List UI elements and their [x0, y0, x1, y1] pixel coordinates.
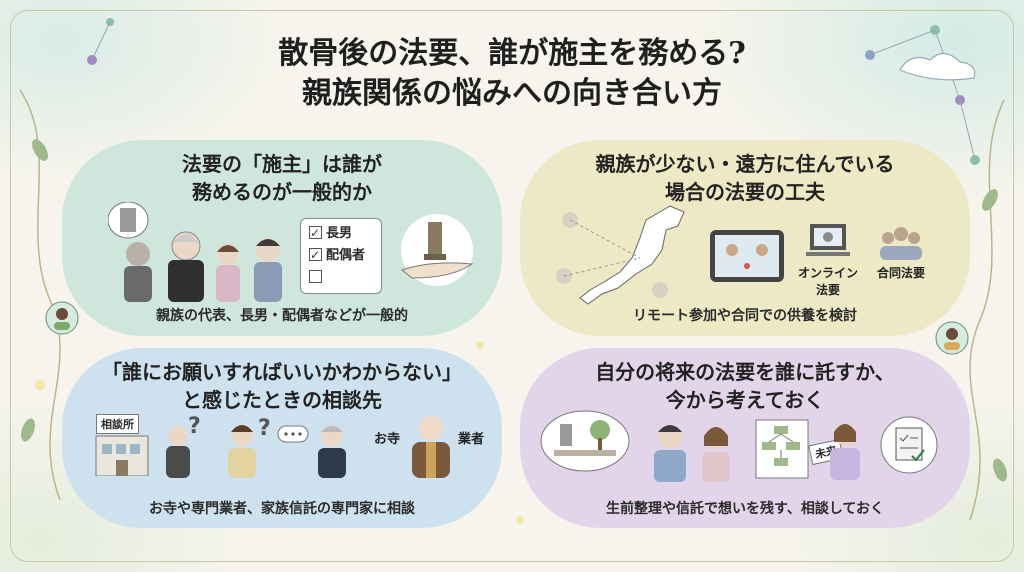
panel-3-caption: お寺や専門業者、家族信託の専門家に相談 — [149, 501, 415, 517]
tablet-video-call-icon — [710, 230, 784, 282]
woman-holding-document-icon — [830, 423, 860, 480]
question-mark-icon: ? — [258, 416, 271, 441]
chief-mourner-checklist: 長男 配偶者 — [300, 218, 382, 294]
title-line-2: 親族関係の悩みへの向き合い方 — [302, 76, 722, 111]
panel-future-planning: 自分の将来の法要を誰に託すか、 今から考えておく 未来 生前整理や信託で想いを残… — [520, 348, 970, 528]
panel-remote-relatives: 親族が少ない・遠方に住んでいる 場合の法要の工夫 オンライン 法要 合同法要 リ… — [520, 140, 970, 336]
decorative-frame — [10, 10, 1014, 562]
panel-consultation: 「誰にお願いすればいいかわからない」 と感じたときの相談先 相談所 ? ? お寺… — [62, 348, 502, 528]
title-line-1: 散骨後の法要、誰が施主を務める? — [278, 36, 746, 71]
grave-garden-thought-bubble-icon — [540, 410, 630, 472]
checklist-item-eldest-son: 長男 — [309, 222, 373, 245]
online-label-line-2: 法要 — [815, 283, 840, 297]
checklist-clipboard-icon — [880, 416, 938, 474]
checklist-label: 配偶者 — [326, 248, 366, 263]
online-memorial-label: オンライン 法要 — [790, 264, 866, 298]
panel-3-heading-line-1: 「誰にお願いすればいいかわからない」 — [102, 360, 462, 384]
panel-4-heading-line-1: 自分の将来の法要を誰に託すか、 — [595, 360, 895, 384]
panel-2-caption: リモート参加や合同での供養を検討 — [633, 308, 857, 324]
japan-map-icon — [556, 205, 685, 305]
hand-holding-tablet-icon — [400, 214, 474, 286]
panel-4-caption: 生前整理や信託で想いを残す、相談しておく — [605, 501, 885, 517]
checkbox-checked-icon — [309, 244, 322, 266]
laptop-icon — [806, 224, 850, 256]
joint-memorial-label: 合同法要 — [876, 266, 925, 280]
panel-3-heading: 「誰にお願いすればいいかわからない」 と感じたときの相談先 — [62, 358, 502, 414]
panel-chief-mourner: 法要の「施主」は誰が 務めるのが一般的か 長男 配偶者 親族の代表、長男・配偶者… — [62, 140, 502, 336]
panel-2-heading-line-1: 親族が少ない・遠方に住んでいる — [595, 152, 895, 176]
panel-4-heading: 自分の将来の法要を誰に託すか、 今から考えておく — [520, 358, 970, 414]
couple-illustration — [654, 424, 730, 482]
main-title: 散骨後の法要、誰が施主を務める? 親族関係の悩みへの向き合い方 — [0, 34, 1024, 114]
family-illustration — [108, 202, 282, 302]
panel-2-heading: 親族が少ない・遠方に住んでいる 場合の法要の工夫 — [520, 150, 970, 206]
panel-3-heading-line-2: と感じたときの相談先 — [182, 388, 382, 412]
panel-1-heading-line-2: 務めるのが一般的か — [192, 180, 372, 204]
vendor-label: 業者 — [458, 432, 485, 447]
panel-1-caption: 親族の代表、長男・配偶者などが一般的 — [156, 308, 408, 324]
family-tree-document-icon — [755, 419, 809, 479]
consultation-office-sign: 相談所 — [96, 414, 139, 434]
people-consulting-illustration — [166, 425, 346, 478]
office-building-icon — [95, 435, 149, 476]
panel-1-heading: 法要の「施主」は誰が 務めるのが一般的か — [62, 150, 502, 206]
temple-label: お寺 — [374, 432, 401, 447]
panel-4-heading-line-2: 今から考えておく — [665, 388, 825, 412]
panel-2-heading-line-2: 場合の法要の工夫 — [665, 180, 825, 204]
checklist-label: 長男 — [326, 226, 353, 241]
checkbox-empty-icon — [309, 270, 322, 283]
online-label-line-1: オンライン — [797, 266, 858, 280]
panel-1-heading-line-1: 法要の「施主」は誰が — [182, 152, 382, 176]
checkbox-checked-icon — [309, 222, 322, 244]
checklist-item-spouse: 配偶者 — [309, 244, 373, 267]
question-mark-icon: ? — [188, 414, 201, 439]
checklist-item-empty — [309, 267, 373, 289]
monk-icon — [412, 416, 450, 478]
group-people-icon — [880, 227, 922, 260]
